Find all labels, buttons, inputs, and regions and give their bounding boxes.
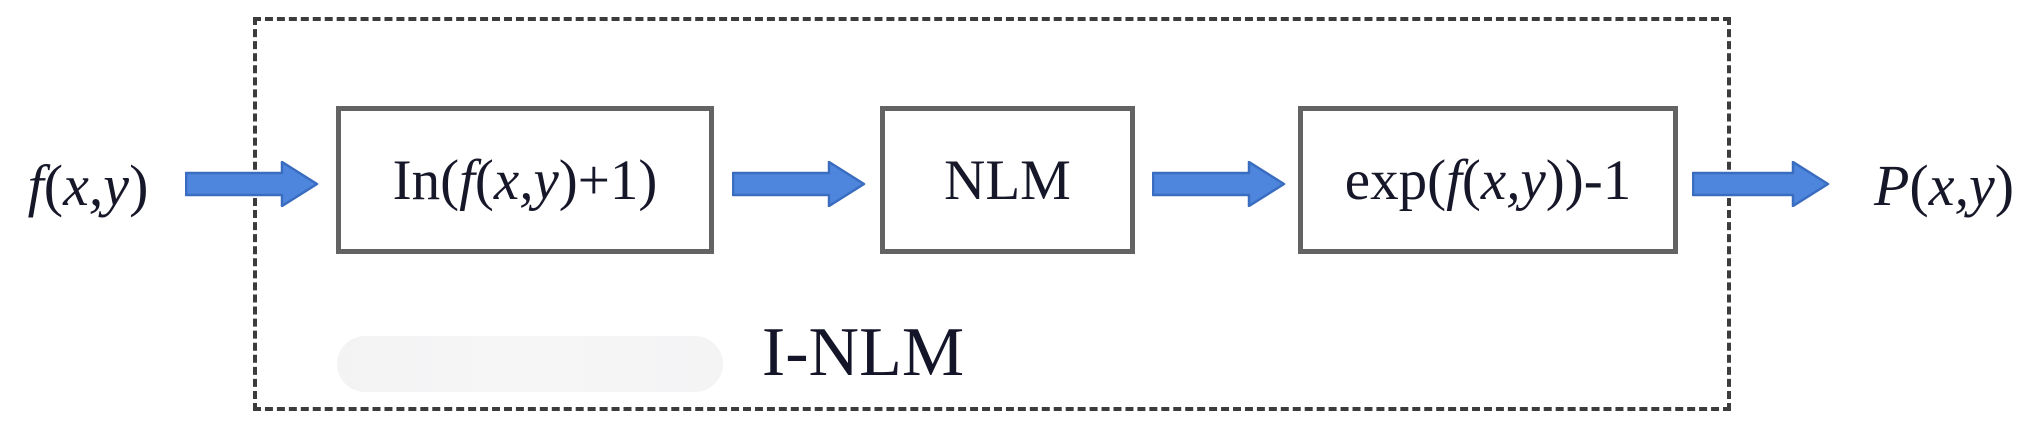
input-signal-label: f(x,y) (27, 153, 149, 218)
output-signal-label: P(x,y) (1873, 153, 2015, 218)
arrow-log-to-nlm (732, 161, 866, 207)
arrow-shape (1152, 161, 1286, 207)
erased-watermark-smudge (337, 336, 723, 392)
nlm-label: NLM (944, 148, 1071, 212)
arrow-shape (732, 161, 866, 207)
arrow-shape (185, 161, 319, 207)
arrow-input-to-log (185, 161, 319, 207)
process-box-log-transform: In(f(x,y)+1) (336, 106, 714, 254)
log-transform-formula: In(f(x,y)+1) (392, 148, 658, 212)
process-box-exp-transform: exp(f(x,y))-1 (1298, 106, 1678, 254)
arrow-exp-to-output (1692, 161, 1830, 207)
arrow-nlm-to-exp (1152, 161, 1286, 207)
inlm-group-label: I-NLM (761, 314, 965, 391)
arrow-shape (1692, 161, 1830, 207)
process-box-nlm: NLM (880, 106, 1135, 254)
exp-transform-formula: exp(f(x,y))-1 (1344, 148, 1632, 212)
inlm-group-dashed-box (253, 17, 1731, 411)
